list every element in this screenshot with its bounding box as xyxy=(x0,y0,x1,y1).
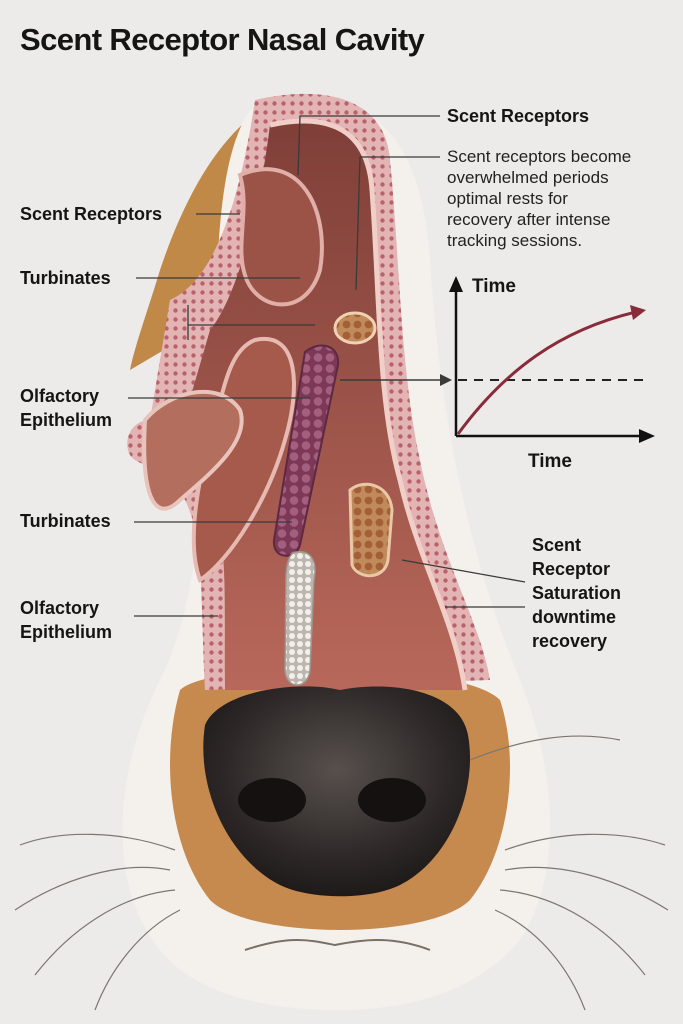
label-olfactory-epithelium-lower: Olfactory Epithelium xyxy=(20,596,112,644)
recovery-curve xyxy=(458,312,636,434)
label-scent-receptors-left: Scent Receptors xyxy=(20,202,162,226)
label-olfactory-epithelium-upper: Olfactory Epithelium xyxy=(20,384,112,432)
scent-receptor-cluster-lower xyxy=(350,484,392,575)
recovery-curve-arrowhead xyxy=(630,305,646,320)
label-scent-receptors-top: Scent Receptors xyxy=(447,104,589,128)
description-text: Scent receptors become overwhelmed perio… xyxy=(447,146,631,251)
white-cell-strip xyxy=(285,552,315,685)
right-nostril xyxy=(358,778,426,822)
x-axis-arrowhead xyxy=(639,429,655,443)
label-turbinates-lower: Turbinates xyxy=(20,509,111,533)
graph-y-axis-label: Time xyxy=(472,276,516,298)
label-saturation-recovery: Scent Receptor Saturation downtime recov… xyxy=(532,533,621,653)
label-turbinates-upper: Turbinates xyxy=(20,266,111,290)
recovery-graph xyxy=(449,276,655,443)
left-nostril xyxy=(238,778,306,822)
page-title: Scent Receptor Nasal Cavity xyxy=(20,22,424,58)
y-axis-arrowhead xyxy=(449,276,463,292)
scent-receptor-cluster-upper xyxy=(335,313,375,343)
graph-x-axis-label: Time xyxy=(528,451,572,473)
